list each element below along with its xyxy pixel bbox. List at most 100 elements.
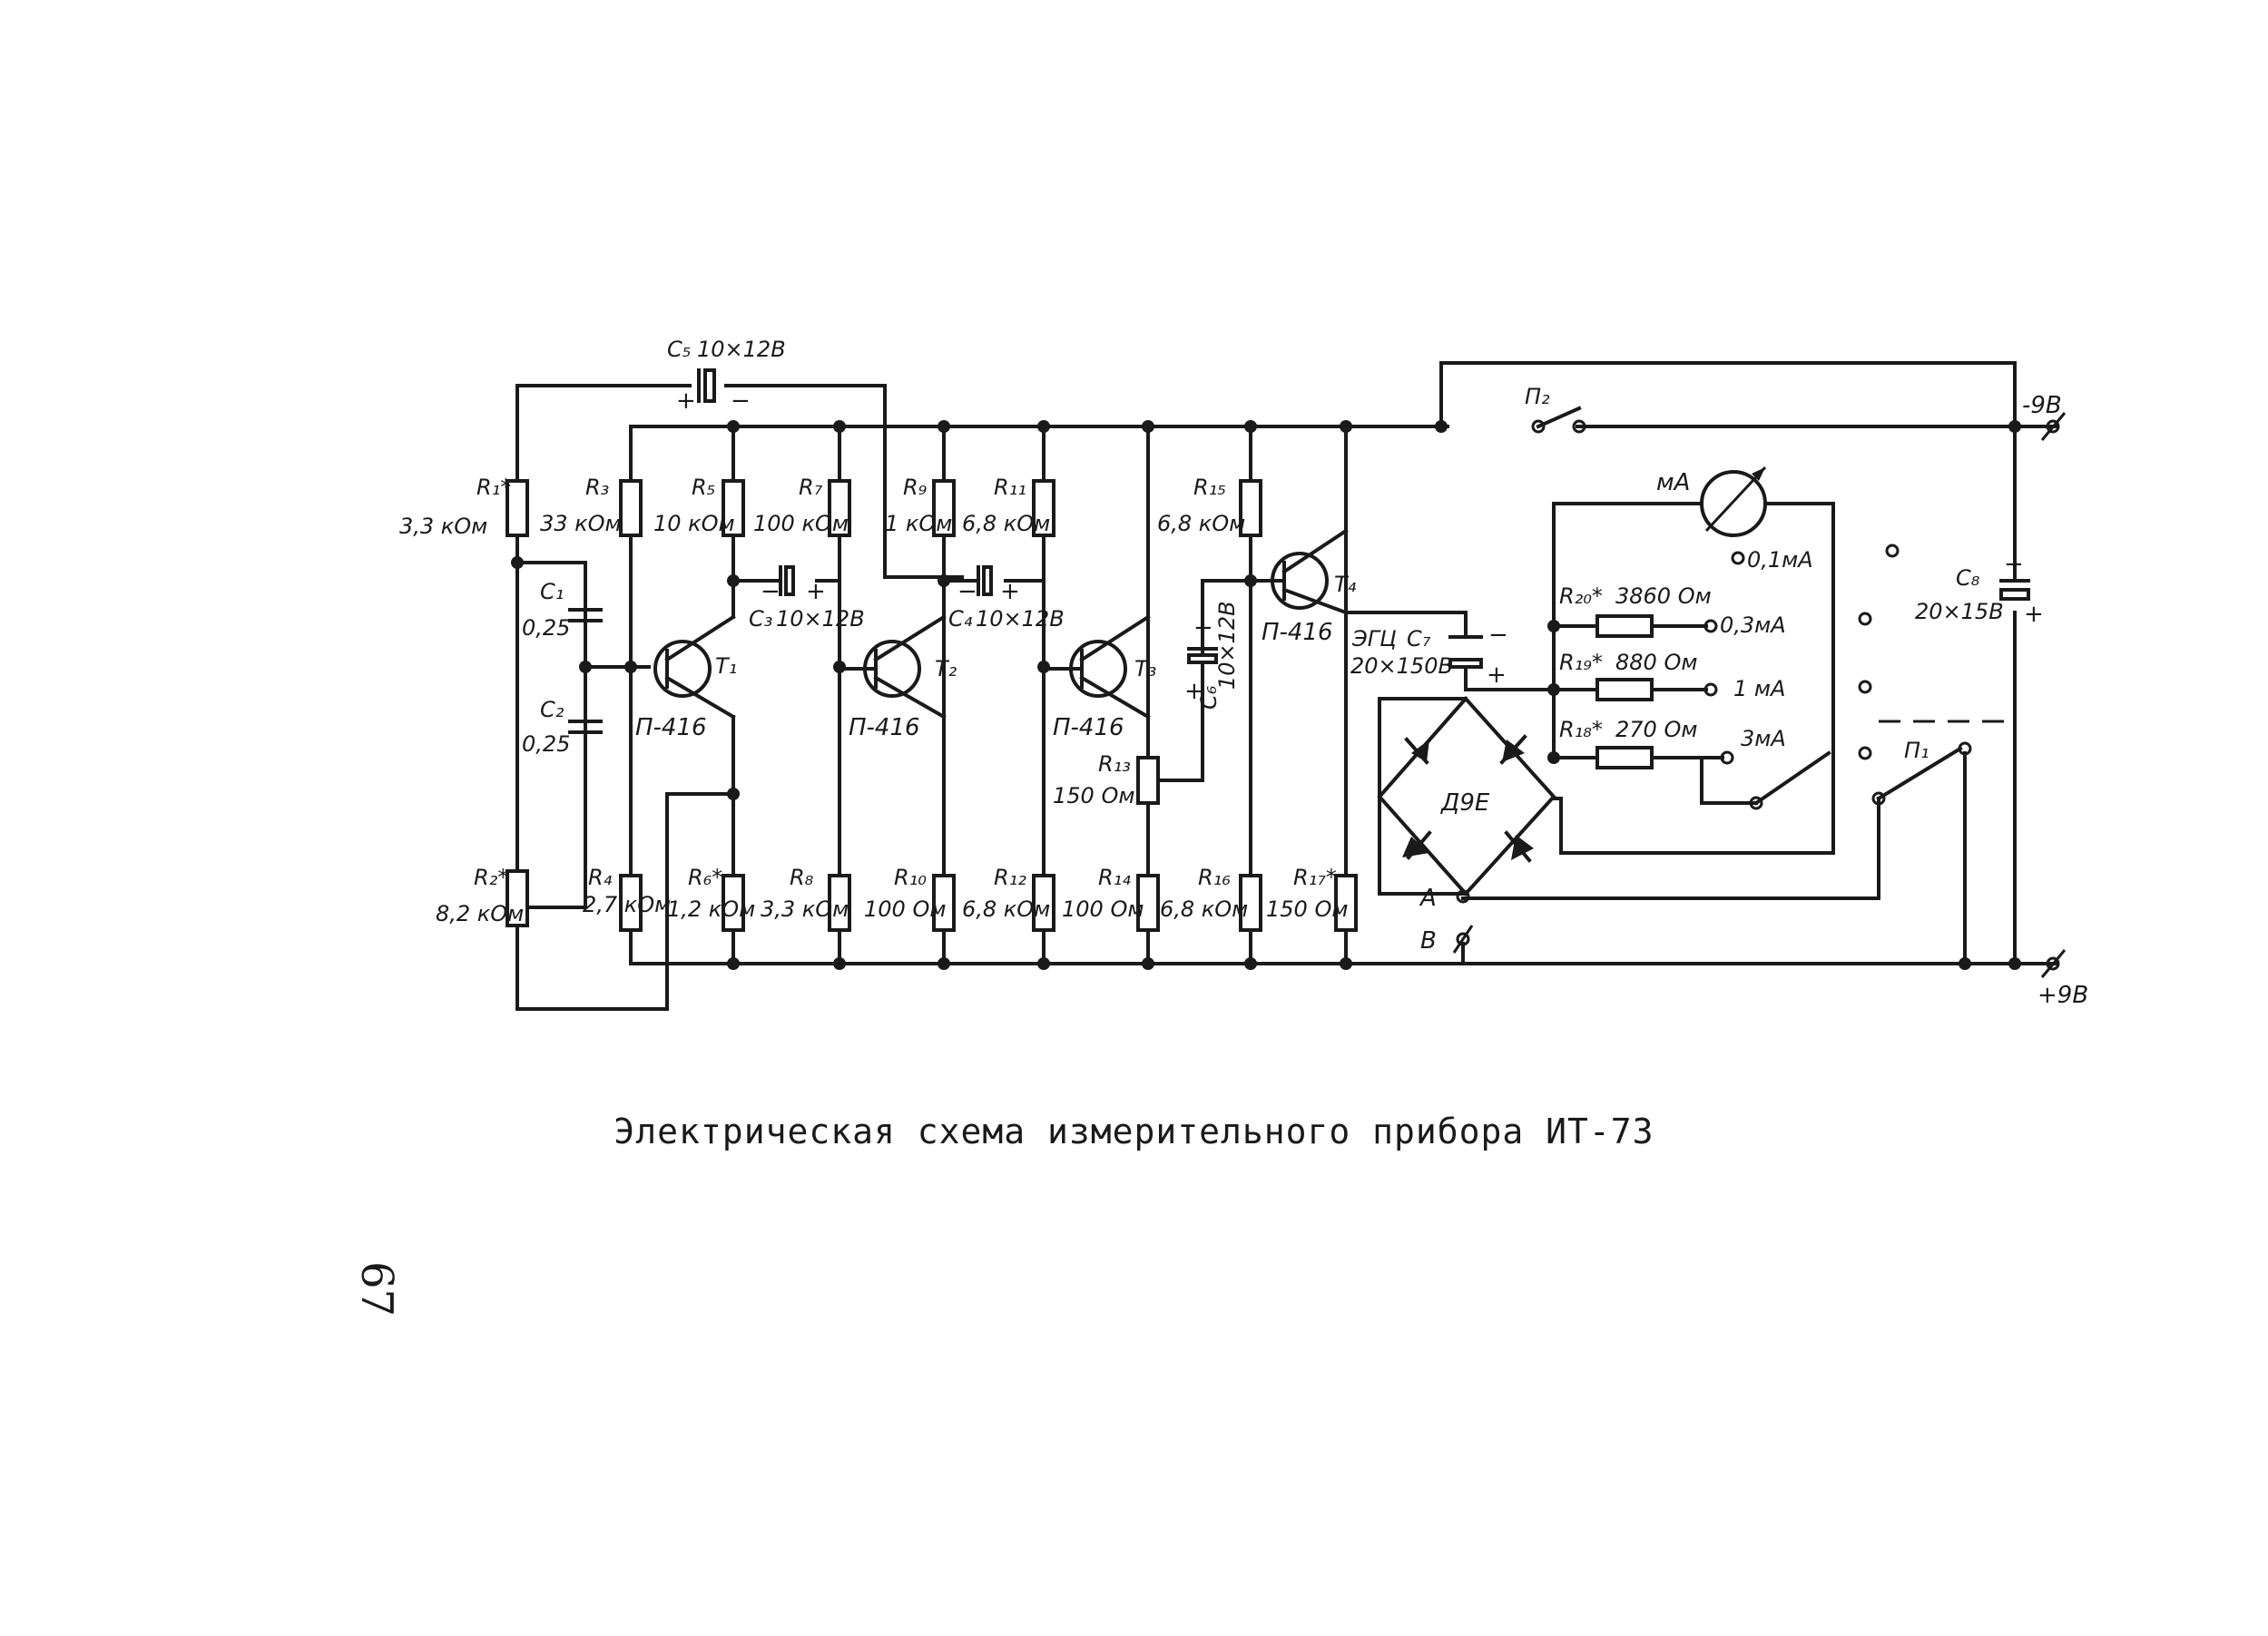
svg-text:+: + (2024, 601, 2044, 628)
svg-text:−: − (1488, 622, 1508, 649)
resistor-r5: R₅ 10 кОм (653, 475, 745, 537)
svg-text:R₁₃: R₁₃ (1098, 751, 1131, 777)
svg-text:R₁₅: R₁₅ (1193, 475, 1226, 500)
resistor-r2: R₂* 8,2 кОм (436, 865, 529, 927)
resistor-r4: R₄ 2,7 кОм (583, 865, 671, 932)
resistor-r3: R₃ 33 кОм (540, 475, 643, 537)
resistor-r20: R₂₀* 3860 Ом (1559, 583, 1712, 638)
terminal-a: А (1419, 885, 1470, 912)
svg-text:C₁: C₁ (540, 579, 564, 604)
switch-p2: П₂ (1525, 384, 1586, 434)
capacitor-c1: C₁ 0,25 (522, 561, 603, 641)
svg-text:6,8 кОм: 6,8 кОм (962, 511, 1050, 536)
svg-text:R₃: R₃ (585, 475, 609, 500)
transistor-t2: T₂ П-416 (838, 614, 957, 741)
svg-text:880 Ом: 880 Ом (1615, 650, 1697, 675)
range-terminals: 0,1мА 0,3мА 1 мА 3мА (1703, 544, 1900, 765)
svg-text:33 кОм: 33 кОм (540, 511, 622, 536)
svg-text:0,25: 0,25 (522, 615, 570, 641)
svg-text:C₈: C₈ (1956, 565, 1980, 591)
svg-text:C₅: C₅ (667, 337, 691, 362)
resistor-r17: R₁₇* 150 Ом (1266, 865, 1358, 932)
svg-text:T₄: T₄ (1334, 572, 1357, 597)
diode-bridge: Д9Е (1377, 695, 1556, 896)
svg-text:П-416: П-416 (1053, 714, 1124, 741)
svg-text:+: + (676, 387, 696, 415)
transistor-t4: T₄ П-416 (1251, 528, 1357, 646)
svg-text:R₅: R₅ (692, 475, 715, 500)
svg-text:20×150В: 20×150В (1350, 653, 1453, 679)
svg-text:100 кОм: 100 кОм (753, 511, 849, 536)
transistor-t3: T₃ П-416 (1042, 614, 1156, 741)
svg-text:C₄: C₄ (948, 606, 973, 632)
svg-text:−: − (957, 578, 977, 605)
svg-text:П-416: П-416 (849, 714, 920, 741)
svg-text:0,1мА: 0,1мА (1747, 547, 1813, 573)
svg-text:1,2 кОм: 1,2 кОм (667, 896, 755, 922)
svg-text:10×12В: 10×12В (776, 606, 865, 632)
svg-text:R₁*: R₁* (476, 475, 511, 500)
svg-text:R₄: R₄ (588, 865, 613, 890)
svg-text:+: + (806, 578, 826, 605)
svg-text:150 Ом: 150 Ом (1053, 783, 1134, 808)
svg-text:8,2 кОм: 8,2 кОм (436, 901, 524, 926)
capacitor-c6: C₆ 10×12В − + (1184, 601, 1240, 710)
capacitor-c4: C₄ 10×12В − + (948, 565, 1065, 632)
svg-text:П-416: П-416 (1262, 619, 1333, 646)
figure-caption: Электрическая схема измерительного прибо… (614, 1112, 1654, 1151)
svg-text:А: А (1419, 885, 1437, 912)
capacitor-c2: C₂ 0,25 (522, 697, 603, 757)
svg-text:R₁₄: R₁₄ (1098, 865, 1131, 890)
svg-text:R₂₀*: R₂₀* (1559, 583, 1603, 609)
svg-text:100 Ом: 100 Ом (864, 896, 946, 922)
svg-text:−: − (1193, 614, 1213, 642)
svg-text:10×12В: 10×12В (697, 337, 786, 362)
resistor-r9: R₉ 1 кОм (885, 475, 956, 537)
svg-text:+: + (1000, 578, 1020, 605)
capacitor-c7: ЭГЦ C₇ 20×150В − + (1350, 622, 1508, 689)
svg-text:R₁₇*: R₁₇* (1293, 865, 1337, 890)
transistor-t1: T₁ П-416 (635, 614, 737, 796)
capacitor-c3: C₃ 10×12В − + (749, 565, 865, 632)
svg-text:П-416: П-416 (635, 714, 707, 741)
svg-text:6,8 кОм: 6,8 кОм (962, 896, 1050, 922)
svg-text:T₁: T₁ (715, 653, 737, 679)
svg-text:1 мА: 1 мА (1733, 676, 1785, 701)
resistor-r15: R₁₅ 6,8 кОм (1157, 475, 1262, 537)
resistor-r10: R₁₀ 100 Ом (864, 865, 956, 932)
svg-text:150 Ом: 150 Ом (1266, 896, 1348, 922)
svg-text:2,7 кОм: 2,7 кОм (583, 892, 671, 917)
svg-text:3,3 кОм: 3,3 кОм (399, 514, 487, 539)
svg-text:R₇: R₇ (799, 475, 823, 500)
capacitor-c8: C₈ 20×15В − + (1915, 551, 2044, 628)
resistor-r13: R₁₃ 150 Ом (1053, 751, 1171, 808)
svg-text:R₈: R₈ (790, 865, 814, 890)
svg-text:П₂: П₂ (1525, 384, 1550, 409)
resistor-r7: R₇ 100 кОм (753, 475, 851, 537)
svg-text:3мА: 3мА (1741, 726, 1786, 751)
svg-text:10×12В: 10×12В (1214, 601, 1240, 690)
svg-text:R₂*: R₂* (474, 865, 508, 890)
svg-text:20×15В: 20×15В (1915, 599, 2004, 624)
svg-text:T₂: T₂ (935, 656, 957, 681)
svg-text:100 Ом: 100 Ом (1062, 896, 1144, 922)
svg-text:10×12В: 10×12В (976, 606, 1065, 632)
svg-text:R₁₆: R₁₆ (1198, 865, 1231, 890)
supply-terminal-minus: -9В (2022, 392, 2067, 441)
svg-text:+: + (1184, 678, 1204, 705)
svg-text:6,8 кОм: 6,8 кОм (1160, 896, 1248, 922)
resistor-r8: R₈ 3,3 кОм (761, 865, 851, 932)
resistor-r16: R₁₆ 6,8 кОм (1160, 865, 1262, 932)
svg-text:C₂: C₂ (540, 697, 565, 722)
svg-text:Д9Е: Д9Е (1440, 789, 1490, 817)
svg-text:мА: мА (1656, 469, 1690, 496)
resistor-r12: R₁₂ 6,8 кОм (962, 865, 1055, 932)
svg-text:-9В: -9В (2022, 392, 2062, 419)
svg-text:6,8 кОм: 6,8 кОм (1157, 511, 1245, 536)
resistor-r18: R₁₈* 270 Ом (1559, 717, 1697, 769)
svg-text:0,3мА: 0,3мА (1720, 612, 1786, 638)
svg-text:+9В: +9В (2037, 982, 2088, 1009)
capacitor-c5: C₅ 10×12В + − (667, 337, 786, 415)
svg-text:0,25: 0,25 (522, 731, 570, 757)
